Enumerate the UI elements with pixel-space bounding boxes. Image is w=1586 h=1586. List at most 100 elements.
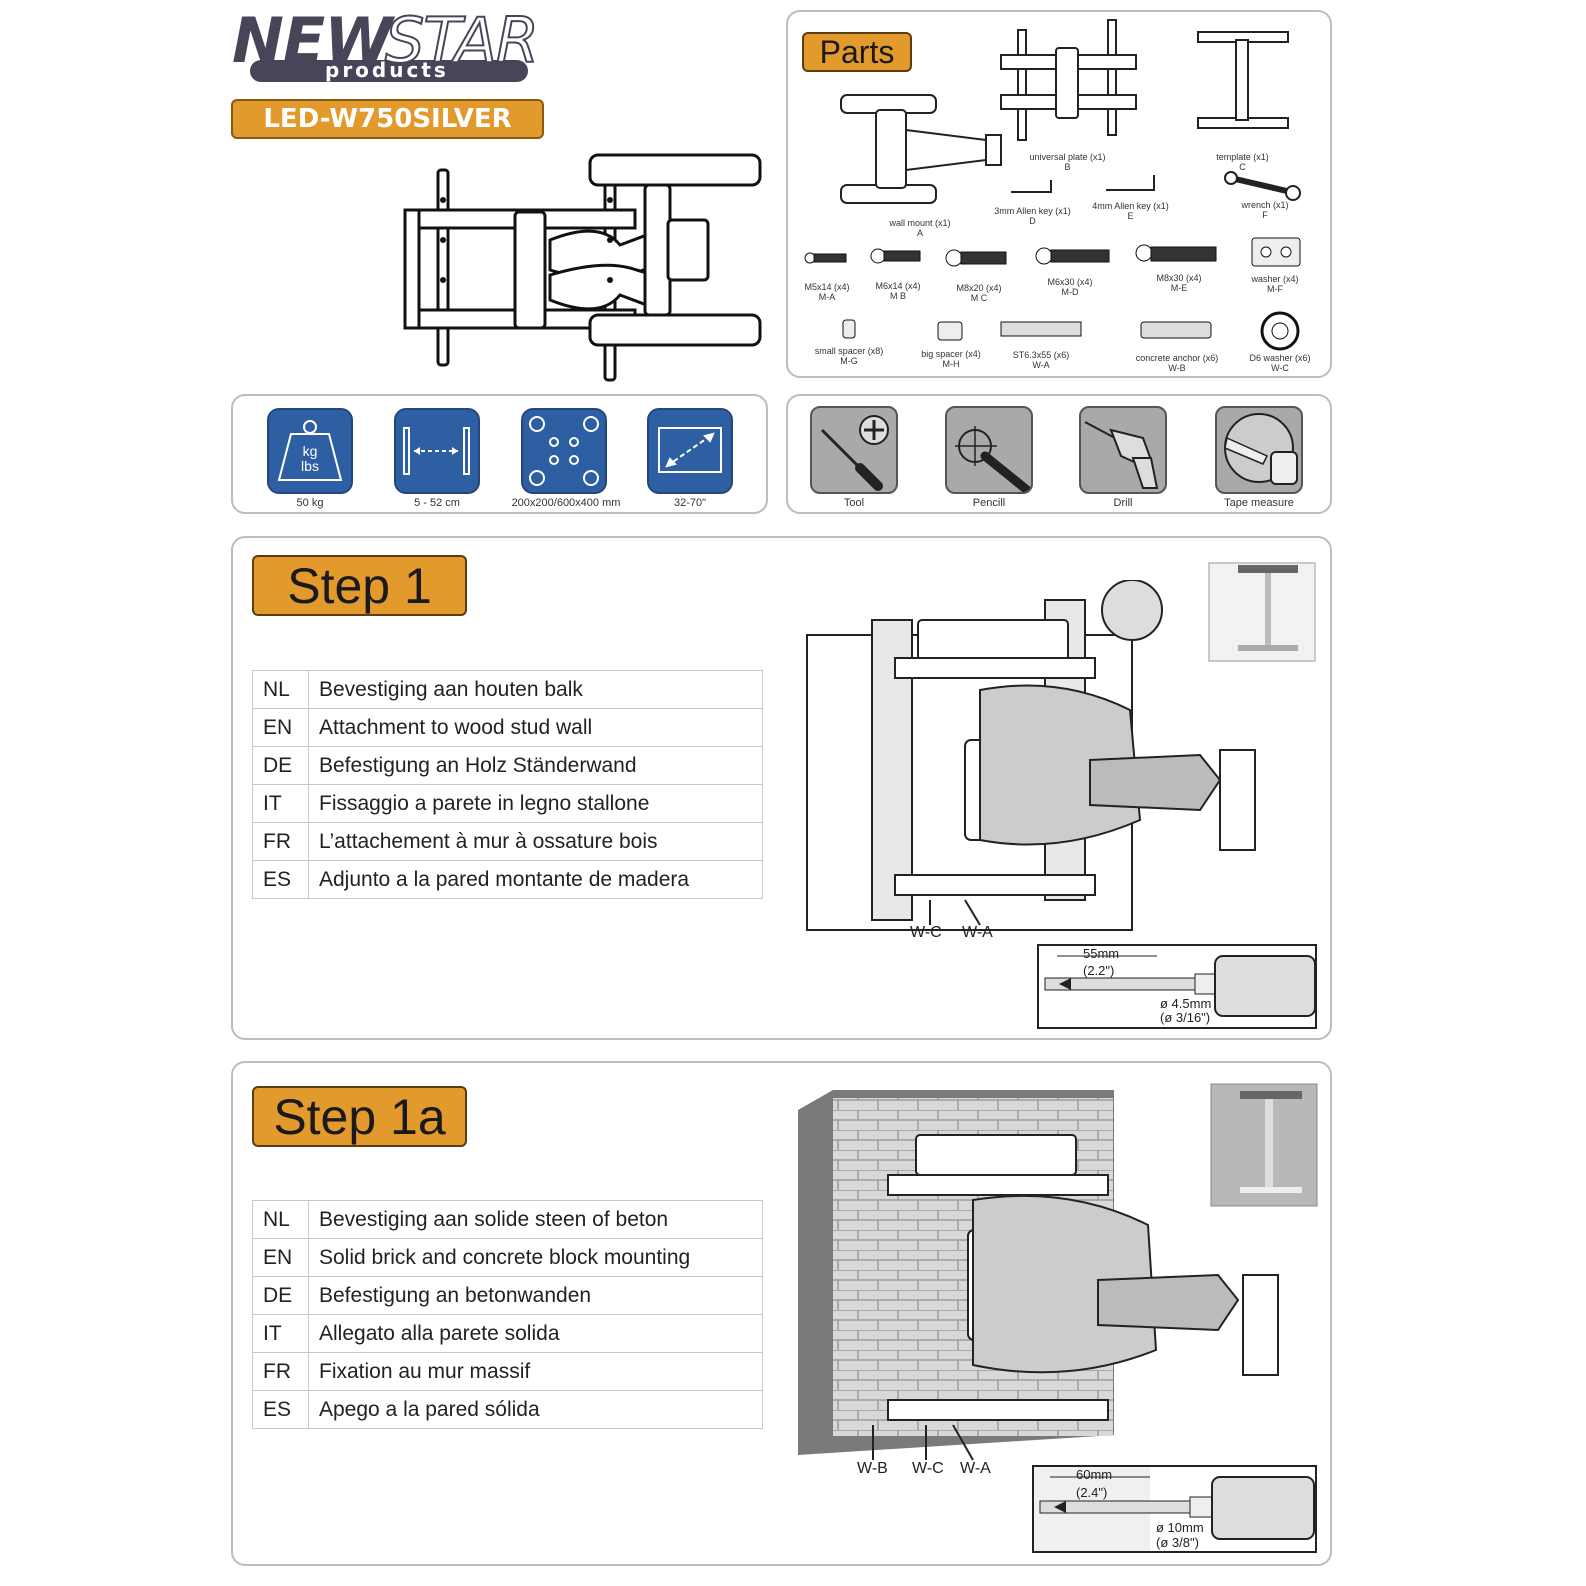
drill-icon (1079, 406, 1167, 494)
part-label-mh: big spacer (x4)M-H (921, 349, 981, 369)
vesa-icon (521, 408, 607, 494)
step1a-dia-mm: ø 10mm (1156, 1520, 1204, 1535)
lang-code: FR (252, 822, 309, 861)
lang-code: ES (252, 860, 309, 899)
lang-text: L’attachement à mur à ossature bois (308, 822, 763, 861)
step1a-dia-in: (ø 3/8") (1156, 1535, 1199, 1550)
step1-dia-in: (ø 3/16") (1160, 1010, 1211, 1025)
part-label-wa: ST6.3x55 (x6)W-A (1012, 350, 1070, 370)
lang-text: Befestigung an Holz Ständerwand (308, 746, 763, 785)
step1-depth-mm: 55mm (1083, 946, 1120, 961)
logo-products: products (325, 58, 449, 82)
lang-text: Attachment to wood stud wall (308, 708, 763, 747)
distance-icon (394, 408, 480, 494)
logo-word-star: STAR (384, 3, 540, 78)
model-badge: LED-W750SILVER (231, 99, 544, 139)
part-label-ma: M5x14 (x4)M-A (804, 282, 850, 302)
part-label-f: wrench (x1)F (1241, 200, 1289, 220)
step1a-callout-wc: W-C (912, 1460, 944, 1477)
lang-text: Bevestiging aan solide steen of beton (308, 1200, 763, 1239)
distance-label: 5 - 52 cm (414, 497, 460, 509)
lang-code: NL (252, 670, 309, 709)
lang-code: DE (252, 1276, 309, 1315)
screen-size-icon (647, 408, 733, 494)
lang-code: IT (252, 784, 309, 823)
part-label-e: 4mm Allen key (x1)E (1092, 201, 1169, 221)
weight-label: 50 kg (296, 497, 324, 509)
screwdriver-icon (810, 406, 898, 494)
part-label-c: template (x1)C (1216, 152, 1269, 172)
step1-wood-wall-illustration (806, 580, 1256, 931)
lang-text: Apego a la pared sólida (308, 1390, 763, 1429)
step1a-depth-in: (2.4") (1076, 1485, 1108, 1500)
part-label-me: M8x30 (x4)M-E (1156, 273, 1202, 293)
logo-word-new: NEW (232, 4, 393, 77)
step1-callout-wc: W-C (910, 924, 942, 941)
step1a-brick-wall-illustration (798, 1090, 1279, 1461)
lang-text: Fissaggio a parete in legno stallone (308, 784, 763, 823)
weight-icon: kg lbs (267, 408, 353, 494)
step1-dia-mm: ø 4.5mm (1160, 996, 1212, 1011)
lang-code: ES (252, 1390, 309, 1429)
lang-text: Bevestiging aan houten balk (308, 670, 763, 709)
step1a-drill-detail (1032, 1465, 1317, 1553)
lang-code: EN (252, 708, 309, 747)
lang-text: Solid brick and concrete block mounting (308, 1238, 763, 1277)
part-label-a: wall mount (x1)A (889, 218, 951, 238)
step1a-title: Step 1a (252, 1086, 467, 1147)
svg-text:kg: kg (303, 443, 318, 459)
product-illustration (403, 153, 762, 382)
lang-text: Befestigung an betonwanden (308, 1276, 763, 1315)
part-label-mg: small spacer (x8)M-G (814, 346, 884, 366)
step1a-template-thumbnail (1210, 1083, 1318, 1207)
step1-title: Step 1 (252, 555, 467, 616)
lang-text: Adjunto a la pared montante de madera (308, 860, 763, 899)
part-label-mc: M8x20 (x4)M C (956, 283, 1002, 303)
step1-template-thumbnail (1208, 562, 1316, 662)
pencil-icon (945, 406, 1033, 494)
step1-callout-wa: W-A (962, 924, 993, 941)
svg-text:lbs: lbs (301, 458, 319, 474)
tape-measure-icon (1215, 406, 1303, 494)
parts-drawings (804, 19, 1301, 351)
pencil-label: Pencill (972, 497, 1006, 509)
lang-code: DE (252, 746, 309, 785)
part-label-mb: M6x14 (x4)M B (875, 281, 921, 301)
part-label-wc: D6 washer (x6)W-C (1249, 353, 1311, 373)
part-label-md: M6x30 (x4)M-D (1047, 277, 1093, 297)
vesa-label: 200x200/600x400 mm (511, 497, 621, 509)
lang-text: Allegato alla parete solida (308, 1314, 763, 1353)
step1-depth-in: (2.2") (1083, 963, 1115, 978)
step1a-callout-wb: W-B (857, 1460, 888, 1477)
part-label-b: universal plate (x1)B (1029, 152, 1106, 172)
lang-code: EN (252, 1238, 309, 1277)
drill-label: Drill (1113, 497, 1133, 509)
part-label-wb: concrete anchor (x6)W-B (1135, 353, 1219, 373)
step1-drill-detail (1037, 944, 1317, 1029)
tool-label: Tool (843, 497, 865, 509)
step1a-callout-wa: W-A (960, 1460, 991, 1477)
screen-size-label: 32-70" (673, 497, 707, 509)
parts-title: Parts (802, 32, 912, 72)
lang-code: NL (252, 1200, 309, 1239)
lang-code: FR (252, 1352, 309, 1391)
step1a-depth-mm: 60mm (1076, 1467, 1113, 1482)
part-label-d: 3mm Allen key (x1)D (994, 206, 1071, 226)
lang-text: Fixation au mur massif (308, 1352, 763, 1391)
lang-code: IT (252, 1314, 309, 1353)
part-label-mf: washer (x4)M-F (1251, 274, 1299, 294)
logo-bar (250, 60, 528, 82)
